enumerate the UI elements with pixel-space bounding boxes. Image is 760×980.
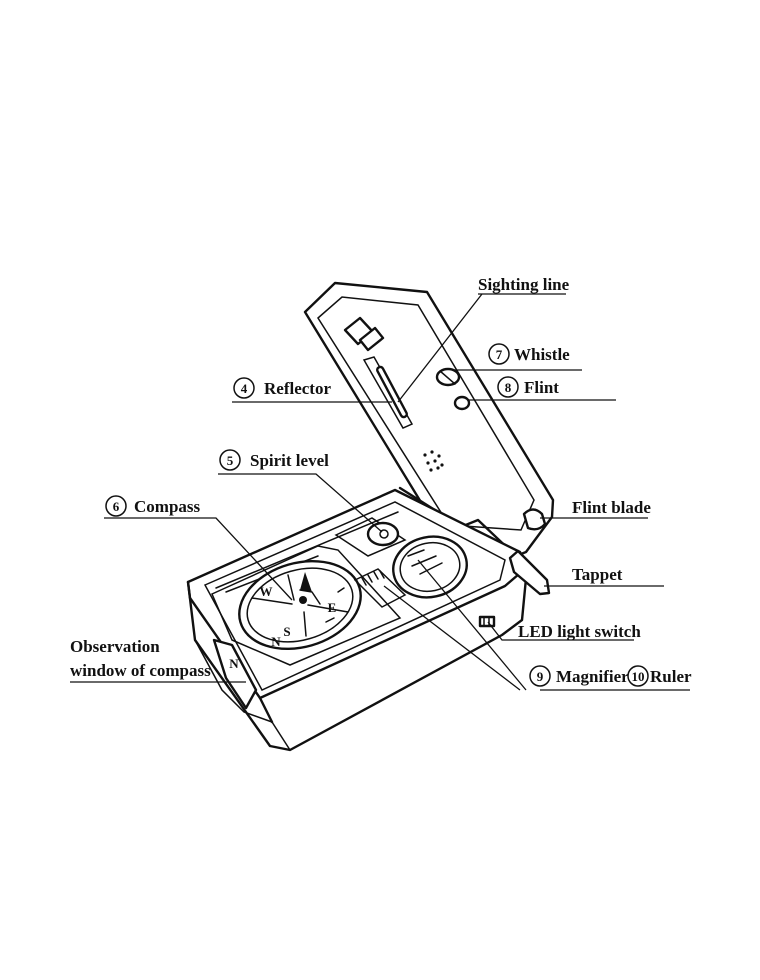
number-flint: 8 xyxy=(505,380,512,395)
callout-reflector: 4 Reflector xyxy=(232,377,392,403)
window-letter-n: N xyxy=(229,656,239,671)
callout-led-switch: LED light switch xyxy=(487,621,641,641)
callout-magnifier-ruler: 9 Magnifier 10 Ruler xyxy=(383,559,692,691)
number-whistle: 7 xyxy=(496,347,503,362)
observation-window: N xyxy=(212,638,258,710)
callout-spirit-level: 5 Spirit level xyxy=(218,449,383,533)
label-whistle: Whistle xyxy=(514,345,570,364)
callout-flint-blade: Flint blade xyxy=(540,498,651,519)
dial-letter-w: W xyxy=(260,584,273,599)
label-observation-line2: window of compass xyxy=(70,661,211,680)
label-spirit-level: Spirit level xyxy=(250,451,329,470)
label-flint: Flint xyxy=(524,378,559,397)
ruler-strip xyxy=(353,568,407,608)
led-switch-part xyxy=(478,615,496,628)
tappet-part xyxy=(508,549,551,596)
reflector-window xyxy=(362,356,414,429)
compass-needle xyxy=(300,572,312,592)
callout-compass: 6 Compass xyxy=(104,495,293,601)
callout-observation-window: Observation window of compass xyxy=(70,637,246,683)
callout-flint: 8 Flint xyxy=(468,376,616,401)
flint-part xyxy=(453,395,471,411)
callout-tappet: Tappet xyxy=(544,565,664,587)
compass-dial: W S E N xyxy=(238,559,362,651)
label-flint-blade: Flint blade xyxy=(572,498,651,517)
vent-dots xyxy=(423,450,444,472)
device-illustration: W S E N N xyxy=(186,281,555,752)
callout-whistle: 7 Whistle xyxy=(452,343,582,371)
flint-blade-part xyxy=(522,508,547,531)
magnifier-lens xyxy=(392,535,468,599)
dial-letter-s: S xyxy=(283,624,290,639)
label-observation-line1: Observation xyxy=(70,637,160,656)
label-ruler: Ruler xyxy=(650,667,692,686)
label-tappet: Tappet xyxy=(572,565,623,584)
number-reflector: 4 xyxy=(241,381,248,396)
label-sighting-line: Sighting line xyxy=(478,275,570,294)
whistle-part xyxy=(435,367,461,387)
number-compass: 6 xyxy=(113,499,120,514)
dial-letter-e: E xyxy=(328,600,337,615)
number-spirit-level: 5 xyxy=(227,453,234,468)
label-compass: Compass xyxy=(134,497,201,516)
dial-letter-n: N xyxy=(271,634,281,649)
callout-sighting-line: Sighting line xyxy=(397,275,570,403)
label-reflector: Reflector xyxy=(264,379,331,398)
label-magnifier: Magnifier xyxy=(556,667,629,686)
spirit-level-part xyxy=(334,517,407,557)
sighting-slot xyxy=(376,365,408,419)
number-magnifier: 9 xyxy=(537,669,544,684)
label-led-switch: LED light switch xyxy=(518,622,641,641)
number-ruler: 10 xyxy=(632,669,645,684)
